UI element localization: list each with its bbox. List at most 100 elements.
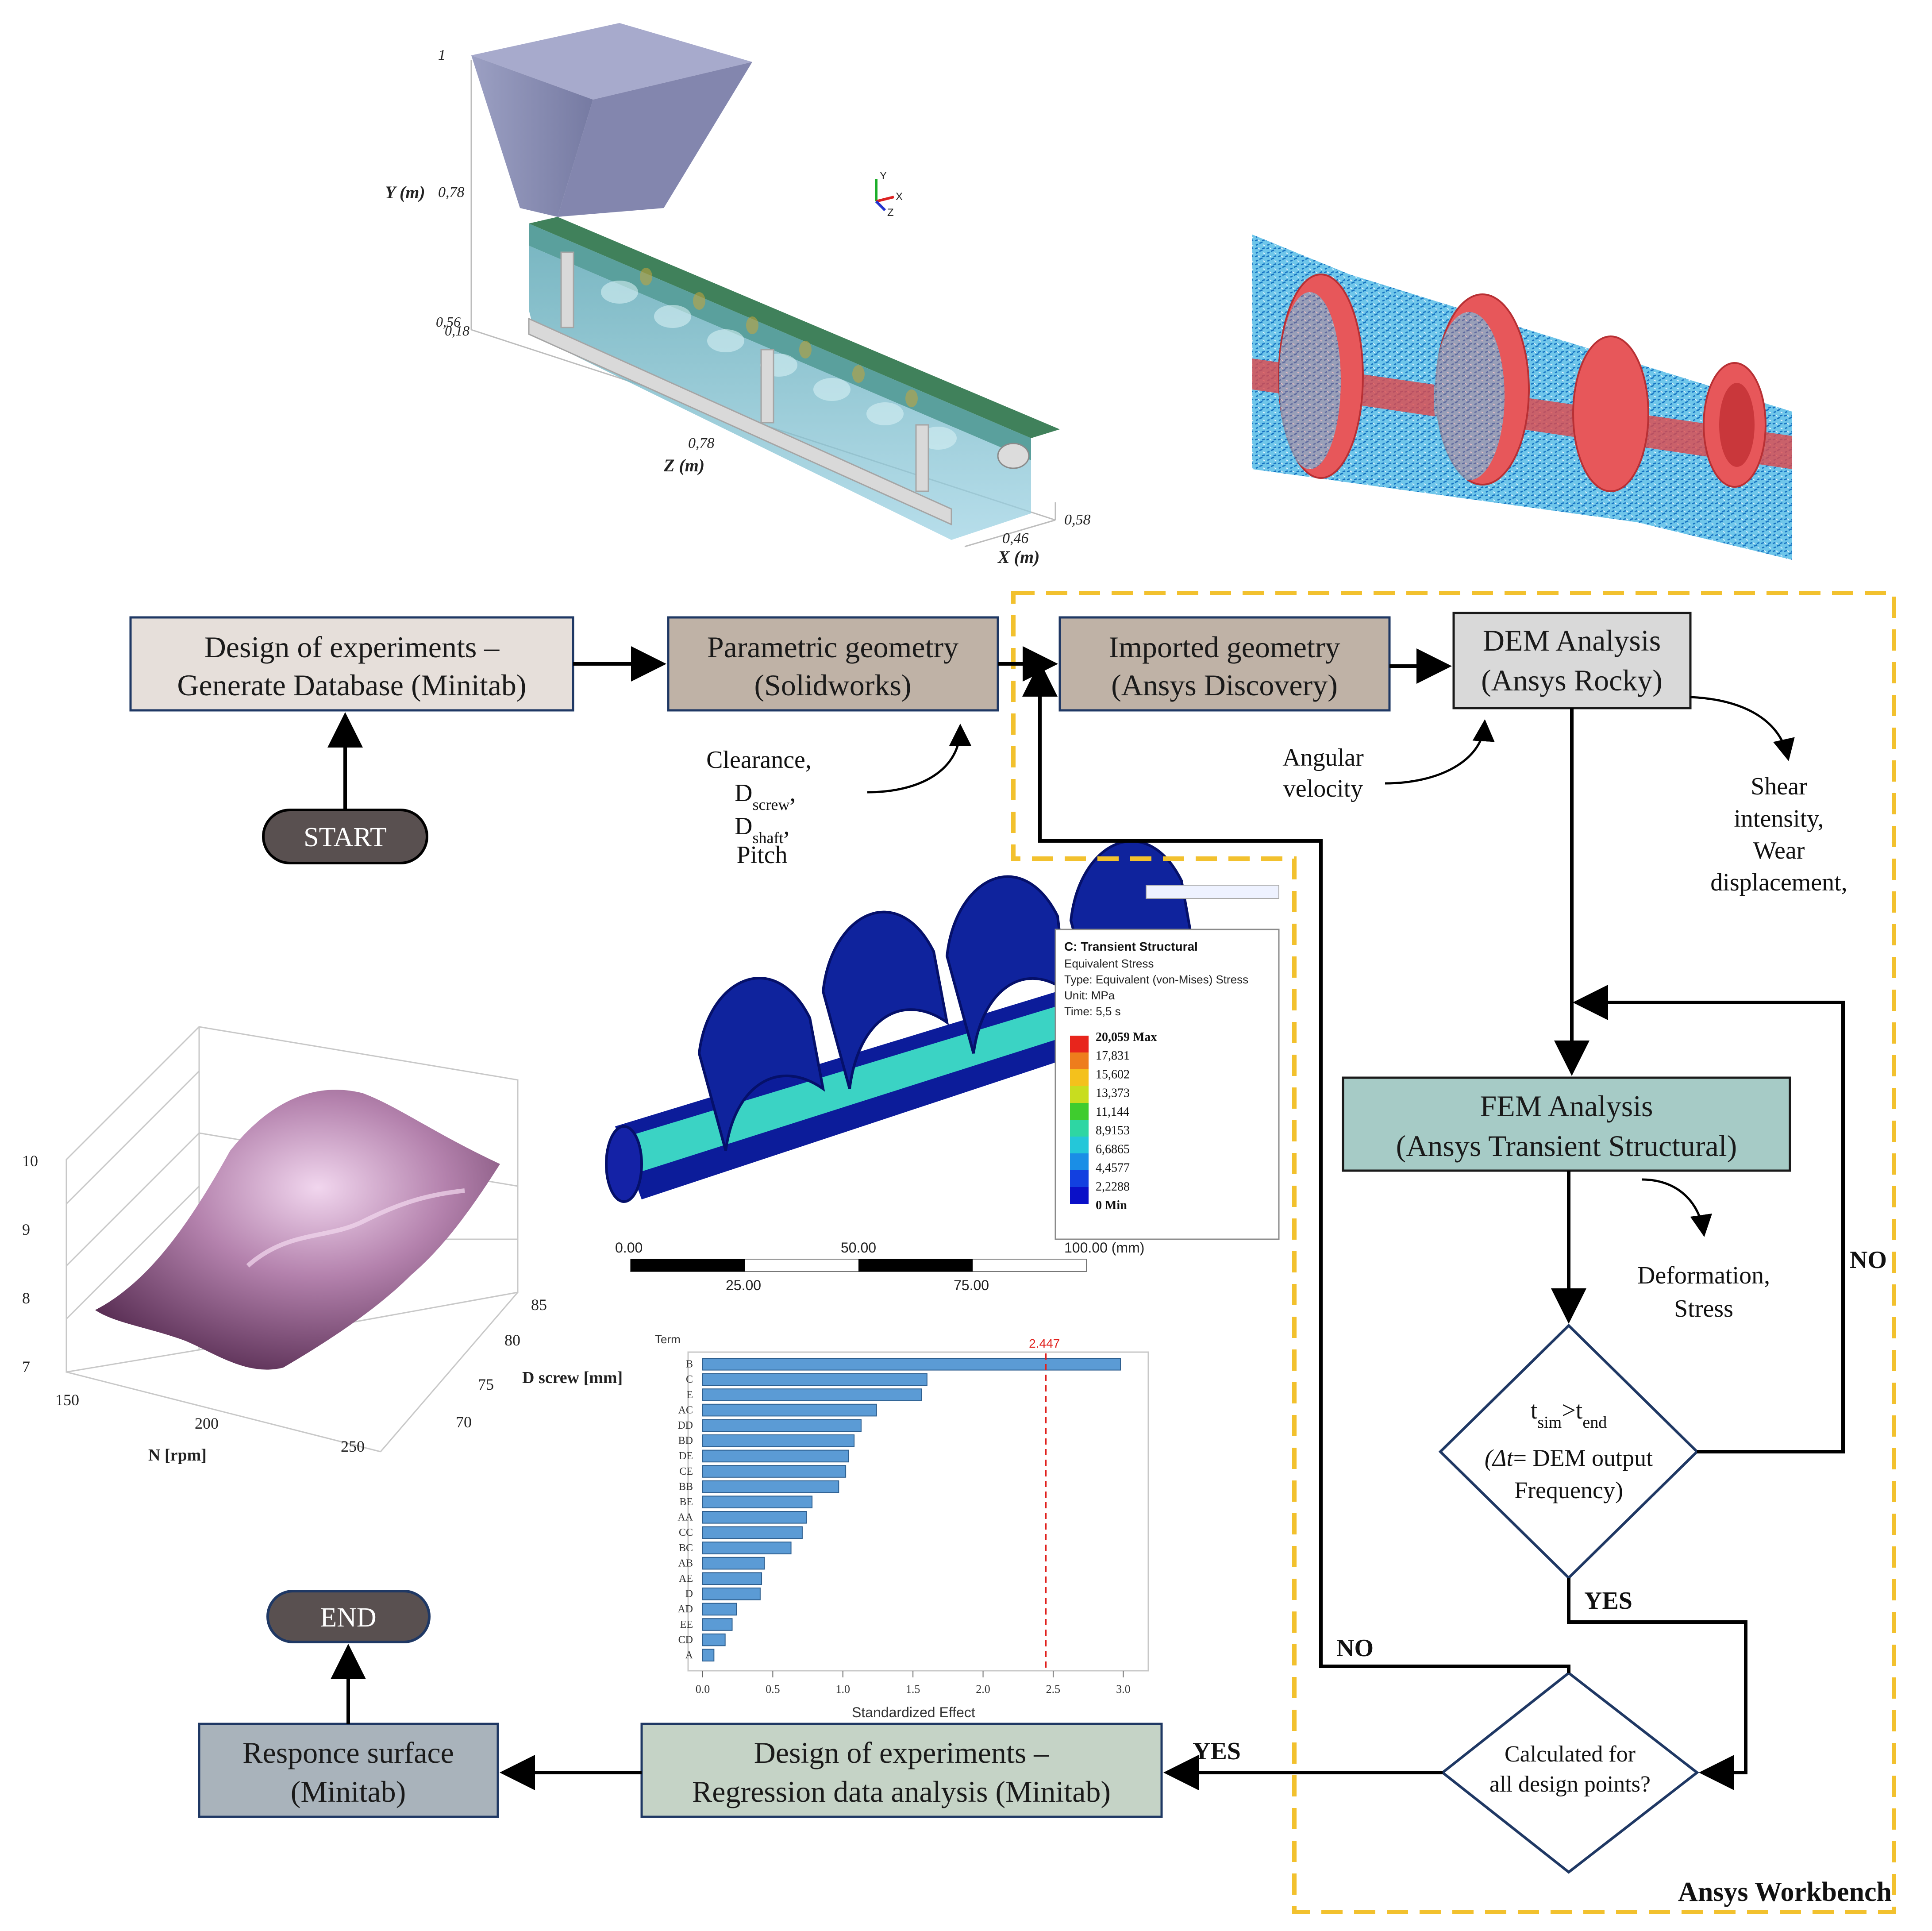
- y-tick-mid: 0,78: [438, 184, 465, 200]
- pareto-bar: [702, 1480, 839, 1493]
- param-dshaft: Dshaft,: [735, 813, 789, 847]
- pareto-x-tick: 1.5: [906, 1683, 920, 1696]
- legend-swatch: [1070, 1153, 1089, 1170]
- legend-swatch: [1070, 1086, 1089, 1103]
- fem-legend-line: Time: 5,5 s: [1064, 1005, 1121, 1018]
- decision-points-line1: Calculated for: [1505, 1742, 1636, 1767]
- doe-generate-line1: Design of experiments –: [204, 630, 500, 664]
- ansys-workbench-label: Ansys Workbench: [1678, 1877, 1892, 1907]
- decision-time-line2: (Δt= DEM output: [1485, 1445, 1653, 1471]
- doe-generate-box: Design of experiments – Generate Databas…: [129, 616, 574, 712]
- surface-y-tick: 80: [504, 1331, 520, 1349]
- arrow-params-input: [867, 724, 971, 794]
- x-tick-end: 0,58: [1064, 512, 1091, 528]
- params-input-label: Clearance, Dscrew, Dshaft, Pitch: [706, 746, 812, 869]
- dshaft-comma: ,: [783, 813, 789, 840]
- yes-label-time: YES: [1584, 1587, 1632, 1615]
- pareto-x-tick: 3.0: [1116, 1683, 1131, 1696]
- pareto-term: BB: [679, 1481, 693, 1492]
- imported-geometry-line2: (Ansys Discovery): [1111, 668, 1338, 702]
- pareto-bar: [702, 1434, 855, 1447]
- legend-swatch: [1070, 1052, 1089, 1069]
- start-terminal: START: [262, 809, 428, 864]
- pareto-bar: [702, 1603, 737, 1616]
- fem-legend-line: Unit: MPa: [1064, 989, 1115, 1002]
- fem-analysis-line2: (Ansys Transient Structural): [1396, 1129, 1737, 1163]
- param-clearance: Clearance,: [706, 746, 812, 774]
- fem-analysis-box: FEM Analysis (Ansys Transient Structural…: [1342, 1076, 1791, 1172]
- pareto-x-tick: 0.5: [766, 1683, 780, 1696]
- ansys-workbench-boundary: [1011, 591, 1896, 1914]
- scale-label: 75.00: [954, 1277, 989, 1293]
- pareto-bar: [702, 1526, 803, 1539]
- pareto-bar: [702, 1449, 849, 1463]
- imported-geometry-box: Imported geometry (Ansys Discovery): [1058, 616, 1391, 712]
- param-pitch: Pitch: [736, 841, 787, 869]
- pareto-bar: [702, 1495, 813, 1508]
- design-points-decision-diamond: Calculated for all design points?: [1440, 1671, 1699, 1874]
- legend-swatch: [1070, 1103, 1089, 1120]
- legend-swatch: [1070, 1069, 1089, 1086]
- pareto-bar: [702, 1572, 762, 1585]
- dem-analysis-box: DEM Analysis (Ansys Rocky): [1452, 612, 1692, 709]
- angular-input-label: Angular velocity: [1282, 744, 1364, 802]
- pareto-bar: [702, 1588, 761, 1600]
- time-decision-diamond: tsim>tend (Δt= DEM output Frequency): [1438, 1323, 1699, 1580]
- legend-value: 2,2288: [1096, 1180, 1130, 1194]
- doe-generate-line2: Generate Database (Minitab): [177, 668, 526, 702]
- y-tick-top: 1: [438, 47, 446, 63]
- legend-swatch: [1070, 1120, 1089, 1137]
- surface-y-tick: 70: [456, 1413, 472, 1431]
- legend-value: 4,4577: [1096, 1161, 1130, 1175]
- surface-z-tick: 9: [22, 1221, 30, 1238]
- arrow-yes-to-points: [1567, 1578, 1747, 1790]
- arrow-angular-input: [1385, 719, 1495, 785]
- pareto-term: B: [686, 1359, 693, 1370]
- t-sym: t: [1531, 1397, 1538, 1424]
- conveyor-render: 1 Y (m) 0,78 0,56 0,18 0,78 Z (m) 0,46 0…: [385, 23, 1091, 567]
- pareto-term: AA: [677, 1512, 693, 1523]
- pareto-term: EE: [680, 1619, 693, 1630]
- pareto-term: AE: [679, 1573, 693, 1584]
- arrow-dem-output: [1690, 696, 1795, 761]
- fem-color-scale: 20,059 Max17,83115,60213,37311,1448,9153…: [1070, 1030, 1157, 1212]
- dem-analysis-line2: (Ansys Rocky): [1481, 663, 1663, 697]
- legend-value: 15,602: [1096, 1068, 1130, 1081]
- scale-label: 100.00 (mm): [1064, 1240, 1144, 1256]
- pareto-x-tick: 0.0: [696, 1683, 710, 1696]
- z-axis-label: Z (m): [663, 455, 704, 475]
- dem-particle-render: [1252, 235, 1792, 560]
- response-surface-box: Responce surface (Minitab): [198, 1723, 499, 1818]
- scale-label: 25.00: [726, 1277, 761, 1293]
- dem-analysis-line1: DEM Analysis: [1483, 624, 1661, 657]
- dem-output: = DEM output: [1513, 1445, 1653, 1471]
- fem-legend-line: Type: Equivalent (von-Mises) Stress: [1064, 973, 1248, 986]
- dem-output-line1: Shear: [1751, 773, 1807, 800]
- surface-x-label: N [rpm]: [148, 1446, 207, 1465]
- no-label-loop: NO: [1850, 1246, 1887, 1274]
- end-terminal: END: [266, 1590, 431, 1643]
- pareto-bar: [702, 1373, 928, 1386]
- doe-regression-box: Design of experiments – Regression data …: [640, 1723, 1163, 1818]
- pareto-term: C: [686, 1374, 693, 1385]
- x-axis-label: X (m): [997, 547, 1039, 567]
- pareto-bar: [702, 1618, 733, 1631]
- legend-value: 0 Min: [1096, 1199, 1127, 1212]
- triad-x-label: X: [896, 191, 903, 203]
- y-tick-low: 0,56: [436, 314, 461, 330]
- axis-triad-icon: Y X Z: [875, 170, 903, 219]
- imported-geometry-line1: Imported geometry: [1108, 630, 1340, 664]
- scale-label: 0.00: [615, 1240, 643, 1256]
- pareto-bar: [702, 1557, 765, 1570]
- angular-line2: velocity: [1283, 775, 1363, 802]
- legend-swatch: [1070, 1187, 1089, 1204]
- pareto-term: DE: [679, 1450, 693, 1462]
- dem-output-line4: displacement,: [1710, 869, 1847, 896]
- pareto-term: DD: [677, 1420, 693, 1431]
- pareto-bar: [702, 1403, 877, 1417]
- surface-y-tick: 75: [478, 1376, 494, 1393]
- end-sub: end: [1582, 1413, 1607, 1432]
- pareto-chart: Term Standardized Effect BCEACDDBDDECEBB…: [655, 1333, 1149, 1720]
- sim-sub: sim: [1537, 1413, 1562, 1432]
- arrow-no-back-to-imported: [1022, 661, 1570, 1673]
